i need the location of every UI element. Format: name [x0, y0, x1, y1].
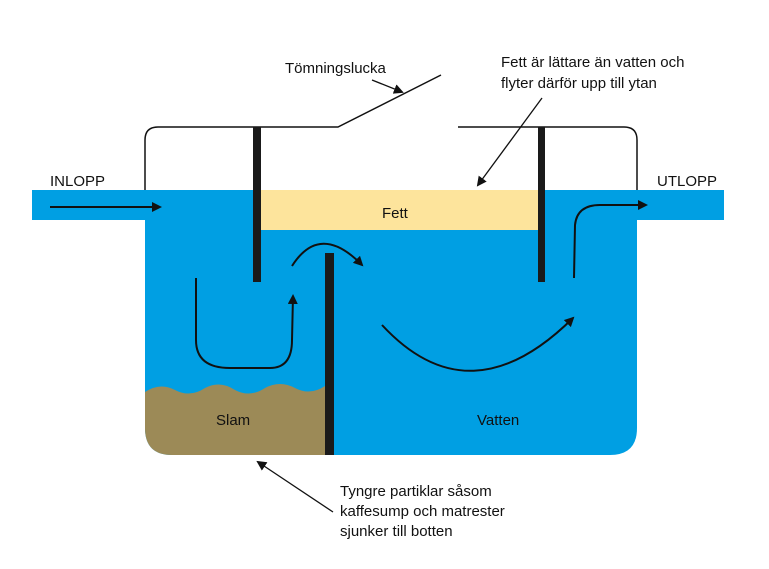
outlet-baffle [538, 127, 545, 282]
water-label: Vatten [477, 412, 519, 429]
fat-label: Fett [382, 205, 409, 222]
fat-note-line1: Fett är lättare än vatten och [501, 54, 684, 71]
fat-pointer-arrow [476, 97, 543, 187]
flow-arrow-over-wall [291, 242, 364, 267]
sediment-pointer-arrow [256, 460, 334, 513]
sediment-note-line3: sjunker till botten [340, 523, 453, 540]
sludge-label: Slam [216, 412, 250, 429]
inlet-label: INLOPP [50, 173, 105, 190]
sludge-layer [145, 384, 325, 455]
center-wall [325, 253, 334, 455]
fat-layer [261, 190, 538, 230]
outlet-label: UTLOPP [657, 173, 717, 190]
sediment-note-line1: Tyngre partiklar såsom [340, 483, 492, 500]
outlet-flow-arrow [573, 200, 648, 279]
sediment-note-line2: kaffesump och matrester [340, 503, 505, 520]
flow-arrow-u-turn [195, 278, 298, 369]
inlet-baffle [253, 127, 261, 282]
lid-label: Tömningslucka [285, 60, 387, 77]
tank-lid-right [458, 126, 638, 190]
fat-note-line2: flyter därför upp till ytan [501, 75, 657, 92]
lid-pointer-arrow [371, 79, 404, 94]
flow-arrow-water [381, 316, 575, 372]
tank-lid-left [144, 74, 442, 190]
